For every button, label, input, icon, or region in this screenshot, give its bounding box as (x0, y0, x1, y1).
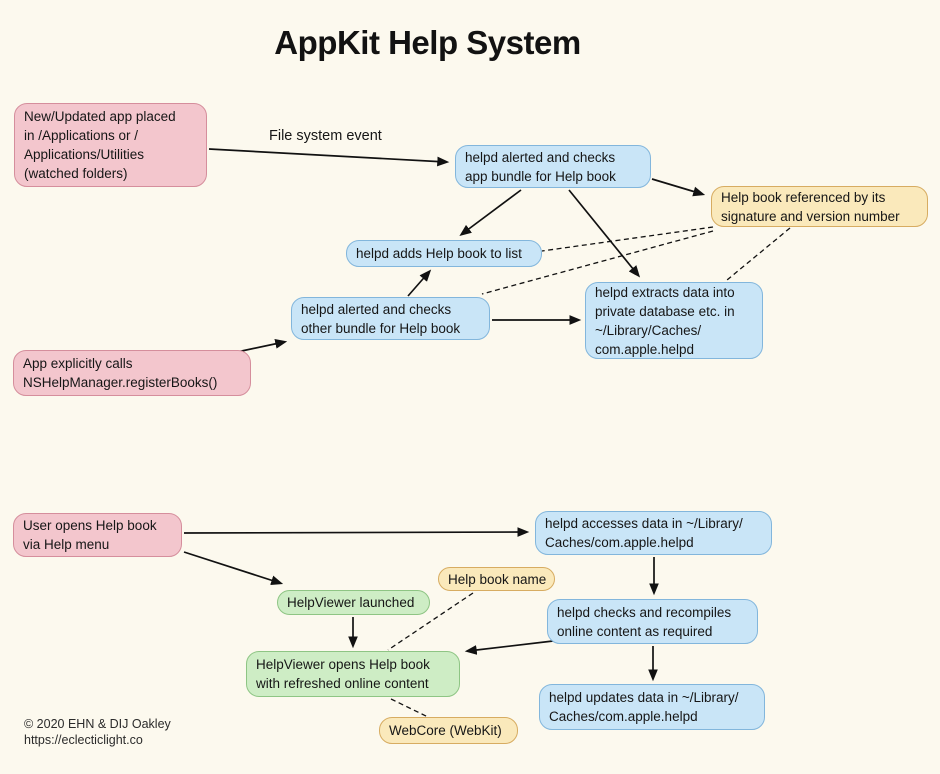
edge-helpd-alerted-app-bundle-to-helpd-extracts-data (568, 189, 641, 278)
node-helpviewer-launched: HelpViewer launched (277, 590, 430, 615)
edge-helpd-checks-recompiles-to-helpviewer-opens-book (464, 640, 554, 655)
node-helpd-alerted-other-bundle: helpd alerted and checks other bundle fo… (291, 297, 490, 340)
node-helpviewer-opens-book: HelpViewer opens Help book with refreshe… (246, 651, 460, 697)
node-help-book-name: Help book name (438, 567, 555, 591)
copyright-footer: © 2020 EHN & DIJ Oakley https://eclectic… (24, 716, 171, 748)
node-user-opens-help: User opens Help book via Help menu (13, 513, 182, 557)
node-helpd-extracts-data: helpd extracts data into private databas… (585, 282, 763, 359)
edge-help-book-referenced-to-helpd-adds-book (541, 226, 714, 252)
edge-app-explicitly-calls-to-helpd-alerted-other-bundle (236, 339, 288, 353)
page-title: AppKit Help System (274, 24, 581, 61)
edge-new-updated-app-to-helpd-alerted-app-bundle (208, 148, 450, 167)
edge-helpviewer-opens-book-to-webcore-webkit (390, 698, 429, 718)
edge-help-book-referenced-to-helpd-extracts-data (726, 227, 791, 281)
edge-helpd-alerted-app-bundle-to-help-book-referenced (651, 178, 706, 197)
edge-help-book-name-to-helpviewer-opens-book (387, 592, 474, 651)
node-help-book-referenced: Help book referenced by its signature an… (711, 186, 928, 227)
edge-helpd-alerted-other-bundle-to-helpd-adds-book (407, 269, 432, 297)
copyright-line: © 2020 EHN & DIJ Oakley (24, 717, 171, 731)
website-url: https://eclecticlight.co (24, 733, 143, 747)
node-webcore-webkit: WebCore (WebKit) (379, 717, 518, 744)
edge-help-book-referenced-to-helpd-alerted-other-bundle (481, 230, 714, 295)
node-helpd-checks-recompiles: helpd checks and recompiles online conte… (547, 599, 758, 644)
edge-helpd-alerted-app-bundle-to-helpd-adds-book (459, 189, 522, 236)
edge-user-opens-help-to-helpviewer-launched (183, 551, 284, 585)
edge-user-opens-help-to-helpd-accesses-data (183, 527, 530, 537)
file-system-event-label: File system event (269, 128, 382, 144)
node-helpd-adds-book: helpd adds Help book to list (346, 240, 542, 267)
node-helpd-updates-data: helpd updates data in ~/Library/ Caches/… (539, 684, 765, 730)
node-helpd-accesses-data: helpd accesses data in ~/Library/ Caches… (535, 511, 772, 555)
node-helpd-alerted-app-bundle: helpd alerted and checks app bundle for … (455, 145, 651, 188)
node-app-explicitly-calls: App explicitly calls NSHelpManager.regis… (13, 350, 251, 396)
node-new-updated-app: New/Updated app placed in /Applications … (14, 103, 207, 187)
